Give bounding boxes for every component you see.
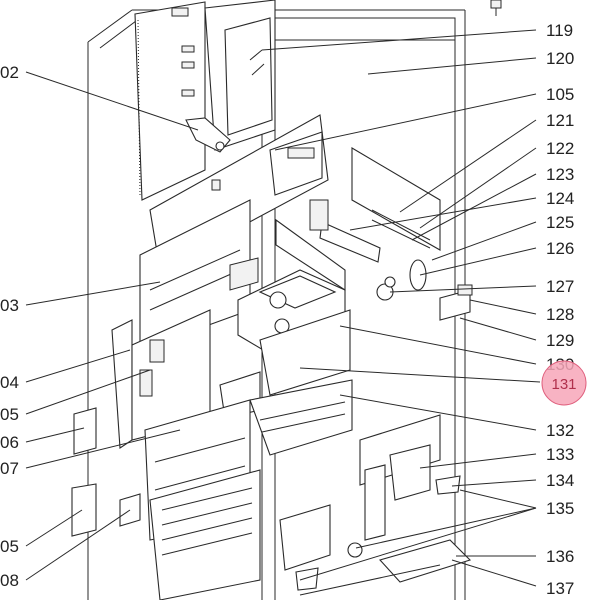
ice-tray-assembly — [219, 269, 353, 456]
multi-duct — [139, 199, 259, 351]
callout-label: 123 — [546, 165, 574, 184]
leader-lines-right — [261, 29, 541, 587]
callout-label: 105 — [546, 85, 574, 104]
callout-label: 06 — [0, 433, 19, 452]
callout-label: 05 — [0, 537, 19, 556]
lower-compartment — [144, 399, 331, 600]
callout-label: 126 — [546, 239, 574, 258]
callout-label: 129 — [546, 331, 574, 350]
callout-label: 137 — [546, 579, 574, 598]
callout-label: 121 — [546, 111, 574, 130]
callout-label: 132 — [546, 421, 574, 440]
callout-label: 122 — [546, 139, 574, 158]
callout-label: 134 — [546, 471, 574, 490]
left-brackets — [71, 407, 141, 537]
callout-label: 119 — [546, 21, 573, 40]
rear-duct-panel — [134, 1, 206, 201]
callout-label: 07 — [0, 459, 19, 478]
callout-label: 125 — [546, 213, 574, 232]
callout-label: 124 — [546, 189, 574, 208]
leader-lines-left — [25, 71, 199, 581]
left-partition — [111, 309, 211, 449]
callout-label: 127 — [546, 277, 574, 296]
lower-right-parts — [295, 414, 472, 596]
right-components — [275, 147, 473, 321]
callout-label: 03 — [0, 296, 19, 315]
damper-part — [185, 117, 231, 153]
callout-label: 08 — [0, 571, 19, 590]
highlight-circle[interactable] — [541, 360, 587, 406]
left-label-column: 02 03 04 05 06 07 05 08 — [0, 63, 19, 590]
callout-label: 04 — [0, 373, 19, 392]
callout-label: 136 — [546, 547, 574, 566]
callout-label: 05 — [0, 405, 19, 424]
callout-label: 135 — [546, 499, 574, 518]
highlight-label: 131 — [551, 376, 576, 393]
callout-label: 120 — [546, 49, 574, 68]
evaporator-cover — [204, 0, 276, 151]
callout-label: 128 — [546, 305, 574, 324]
highlight-marker[interactable]: 131 — [541, 360, 587, 406]
top-screw — [490, 0, 502, 16]
callout-label: 133 — [546, 445, 574, 464]
right-label-column: 119 120 105 121 122 123 124 125 126 127 … — [546, 21, 574, 598]
callout-label: 02 — [0, 63, 19, 82]
